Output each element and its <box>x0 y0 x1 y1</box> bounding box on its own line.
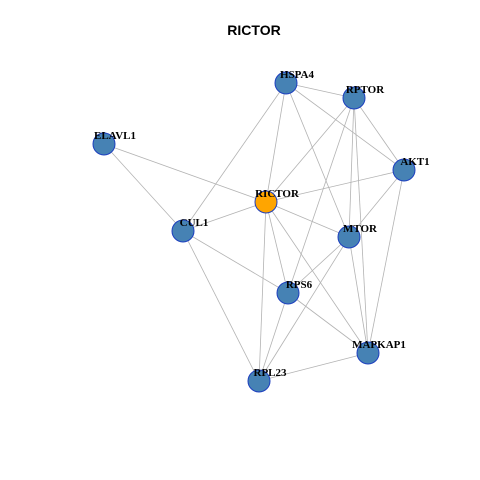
edge-akt1-rictor <box>265 169 405 203</box>
node-circle-akt1 <box>392 158 416 182</box>
edge-elavl1-cul1 <box>103 143 184 232</box>
edge-cul1-rps6 <box>182 230 289 294</box>
node-circle-rictor <box>254 190 278 214</box>
node-label-hspa4: HSPA4 <box>280 69 315 81</box>
node-cul1: CUL1 <box>171 217 209 243</box>
edge-rictor-rps6 <box>265 201 289 294</box>
edge-hspa4-mtor <box>285 82 350 238</box>
edge-rptor-mapkap1 <box>353 97 369 354</box>
edge-rictor-cul1 <box>182 201 267 232</box>
edge-mtor-mapkap1 <box>348 236 369 354</box>
edge-hspa4-rictor <box>265 82 287 203</box>
node-elavl1: ELAVL1 <box>92 130 136 156</box>
edge-rictor-rpl23 <box>258 201 267 382</box>
node-akt1: AKT1 <box>392 156 430 182</box>
edge-rptor-rps6 <box>287 97 355 294</box>
node-mapkap1: MAPKAP1 <box>352 339 406 365</box>
node-label-rpl23: RPL23 <box>254 367 288 379</box>
node-label-mapkap1: MAPKAP1 <box>352 339 406 351</box>
edge-rptor-akt1 <box>353 97 405 171</box>
node-circle-elavl1 <box>92 132 116 156</box>
node-label-cul1: CUL1 <box>180 217 209 229</box>
edge-rps6-rpl23 <box>258 292 289 382</box>
node-label-rptor: RPTOR <box>346 84 385 96</box>
edge-mapkap1-rpl23 <box>258 352 369 382</box>
edge-rptor-mtor <box>348 97 355 238</box>
edge-rptor-rictor <box>265 97 355 203</box>
node-circle-rps6 <box>276 281 300 305</box>
node-label-akt1: AKT1 <box>400 156 429 168</box>
node-rictor: RICTOR <box>254 188 300 214</box>
edge-akt1-mapkap1 <box>367 169 405 354</box>
node-label-elavl1: ELAVL1 <box>94 130 136 142</box>
node-label-rps6: RPS6 <box>286 279 313 291</box>
edge-mtor-rps6 <box>287 236 350 294</box>
node-mtor: MTOR <box>337 223 378 249</box>
edge-rictor-mapkap1 <box>265 201 369 354</box>
edge-akt1-mtor <box>348 169 405 238</box>
node-circle-rptor <box>342 86 366 110</box>
node-hspa4: HSPA4 <box>274 69 315 95</box>
node-label-mtor: MTOR <box>343 223 378 235</box>
edge-rps6-mapkap1 <box>287 292 369 354</box>
edge-cul1-rpl23 <box>182 230 260 382</box>
node-circle-cul1 <box>171 219 195 243</box>
node-rpl23: RPL23 <box>247 367 288 393</box>
node-circle-rpl23 <box>247 369 271 393</box>
edge-hspa4-rptor <box>285 82 355 99</box>
node-circle-mtor <box>337 225 361 249</box>
node-rps6: RPS6 <box>276 279 313 305</box>
edge-rictor-mtor <box>265 201 350 238</box>
edge-elavl1-rictor <box>103 143 267 203</box>
edges-layer <box>103 82 405 382</box>
diagram-title: RICTOR <box>227 22 280 38</box>
node-circle-mapkap1 <box>356 341 380 365</box>
edge-mtor-rpl23 <box>258 236 350 382</box>
node-rptor: RPTOR <box>342 84 385 110</box>
edge-hspa4-cul1 <box>182 82 287 232</box>
node-circle-hspa4 <box>274 71 298 95</box>
edge-hspa4-akt1 <box>285 82 405 171</box>
node-label-rictor: RICTOR <box>255 188 300 200</box>
